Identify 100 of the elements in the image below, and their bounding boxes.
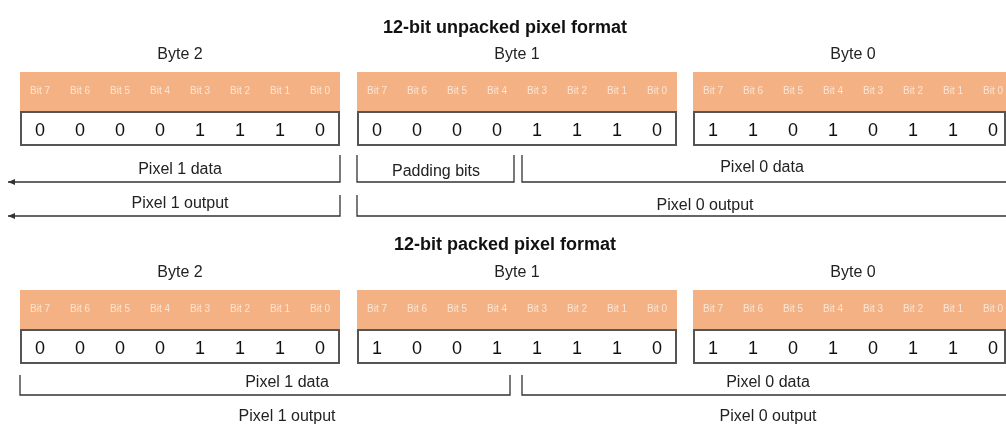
- bit-value: 1: [748, 338, 758, 359]
- bit-label: Bit 3: [527, 303, 547, 314]
- bit-label: Bit 2: [230, 85, 250, 96]
- bit-label: Bit 4: [487, 85, 507, 96]
- bit-label: Bit 1: [943, 85, 963, 96]
- bit-value: 0: [75, 338, 85, 359]
- field-label: Pixel 0 data: [720, 158, 804, 176]
- bit-value: 1: [275, 338, 285, 359]
- field-label: Pixel 1 output: [238, 407, 336, 425]
- bit-value: 1: [572, 120, 582, 141]
- bit-value: 1: [908, 338, 918, 359]
- bit-value: 0: [492, 120, 502, 141]
- bit-label: Bit 3: [863, 303, 883, 314]
- bit-label: Bit 1: [607, 303, 627, 314]
- bit-value: 1: [492, 338, 502, 359]
- field-label: Pixel 1 output: [131, 194, 229, 212]
- bit-value: 0: [988, 338, 998, 359]
- bit-label: Bit 0: [647, 303, 667, 314]
- bit-label: Bit 4: [487, 303, 507, 314]
- bit-value: 0: [412, 120, 422, 141]
- bit-value: 0: [35, 338, 45, 359]
- byte-label: Byte 0: [830, 45, 876, 63]
- bit-label: Bit 5: [783, 85, 803, 96]
- bit-value: 0: [315, 338, 325, 359]
- bit-value: 1: [828, 120, 838, 141]
- bit-value: 1: [708, 338, 718, 359]
- bit-label: Bit 7: [367, 303, 387, 314]
- bit-value: 0: [75, 120, 85, 141]
- byte-register: [693, 290, 1006, 364]
- bit-label: Bit 7: [703, 303, 723, 314]
- bit-value: 0: [35, 120, 45, 141]
- byte-register: [357, 72, 677, 146]
- bit-label: Bit 1: [270, 85, 290, 96]
- diagram-title: 12-bit unpacked pixel format: [382, 17, 628, 38]
- bit-value: 1: [532, 120, 542, 141]
- bit-label: Bit 5: [110, 85, 130, 96]
- bit-value: 1: [195, 120, 205, 141]
- bit-value: 0: [155, 120, 165, 141]
- bit-value: 0: [788, 120, 798, 141]
- bit-label: Bit 0: [983, 303, 1003, 314]
- byte-label: Byte 1: [494, 45, 540, 63]
- bit-label: Bit 1: [607, 85, 627, 96]
- bit-label: Bit 3: [527, 85, 547, 96]
- bit-label: Bit 2: [567, 85, 587, 96]
- bit-value: 0: [115, 120, 125, 141]
- bit-value: 0: [452, 338, 462, 359]
- bit-value: 1: [195, 338, 205, 359]
- bit-value: 0: [115, 338, 125, 359]
- bit-label: Bit 0: [983, 85, 1003, 96]
- bit-label: Bit 5: [783, 303, 803, 314]
- bit-value: 1: [748, 120, 758, 141]
- bit-value: 0: [372, 120, 382, 141]
- bit-label: Bit 5: [447, 85, 467, 96]
- byte-label: Byte 2: [157, 263, 203, 281]
- bit-label: Bit 0: [310, 303, 330, 314]
- bit-label: Bit 4: [150, 303, 170, 314]
- bit-value: 0: [155, 338, 165, 359]
- field-label: Pixel 0 output: [719, 407, 817, 425]
- bit-label: Bit 7: [703, 85, 723, 96]
- bit-value: 0: [652, 120, 662, 141]
- byte-label: Byte 2: [157, 45, 203, 63]
- bit-value: 1: [372, 338, 382, 359]
- bit-label: Bit 5: [110, 303, 130, 314]
- field-label: Padding bits: [391, 162, 481, 180]
- field-label: Pixel 1 data: [245, 373, 329, 391]
- bit-label: Bit 7: [30, 303, 50, 314]
- byte-register: [20, 290, 340, 364]
- field-label: Pixel 0 output: [656, 196, 754, 214]
- bit-label: Bit 4: [150, 85, 170, 96]
- section-heading: 12-bit packed pixel format: [393, 234, 617, 255]
- bit-value: 1: [828, 338, 838, 359]
- bit-label: Bit 2: [230, 303, 250, 314]
- bit-value: 1: [235, 338, 245, 359]
- field-label: Pixel 0 data: [726, 373, 810, 391]
- bit-label: Bit 1: [270, 303, 290, 314]
- byte-register: [693, 72, 1006, 146]
- bit-label: Bit 4: [823, 303, 843, 314]
- bit-value: 1: [612, 120, 622, 141]
- bit-label: Bit 0: [647, 85, 667, 96]
- bit-value: 0: [412, 338, 422, 359]
- bit-value: 1: [572, 338, 582, 359]
- byte-label: Byte 0: [830, 263, 876, 281]
- bit-label: Bit 3: [190, 303, 210, 314]
- bit-value: 1: [908, 120, 918, 141]
- byte-register: [357, 290, 677, 364]
- bit-value: 1: [612, 338, 622, 359]
- bit-value: 1: [948, 338, 958, 359]
- bit-value: 0: [868, 338, 878, 359]
- bit-label: Bit 6: [70, 85, 90, 96]
- bit-value: 0: [315, 120, 325, 141]
- bit-label: Bit 6: [407, 85, 427, 96]
- bit-label: Bit 6: [70, 303, 90, 314]
- bit-value: 0: [452, 120, 462, 141]
- field-label: Pixel 1 data: [138, 160, 222, 178]
- bit-label: Bit 7: [30, 85, 50, 96]
- bit-value: 0: [988, 120, 998, 141]
- bit-label: Bit 5: [447, 303, 467, 314]
- bit-value: 1: [275, 120, 285, 141]
- bit-label: Bit 6: [743, 85, 763, 96]
- bit-value: 0: [868, 120, 878, 141]
